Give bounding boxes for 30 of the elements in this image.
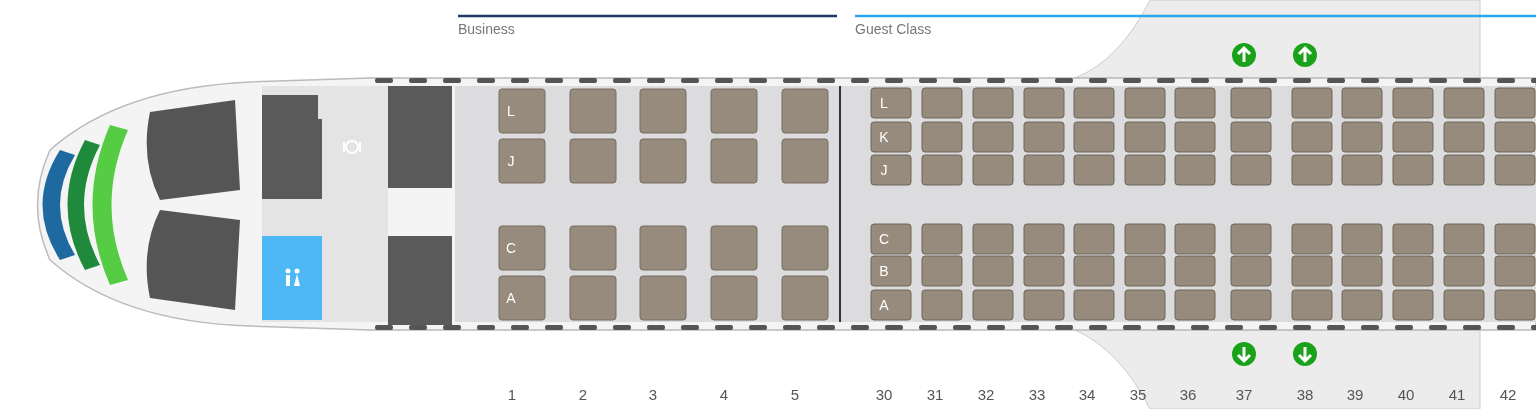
seat-letter: A	[506, 291, 516, 305]
row-number: 37	[1235, 387, 1253, 402]
seat-letter: J	[507, 154, 515, 168]
row-number: 38	[1296, 387, 1314, 402]
cabin-class-heading: Business	[458, 22, 515, 36]
row-number: 2	[578, 387, 588, 402]
row-number: 1	[507, 387, 517, 402]
row-number: 34	[1078, 387, 1096, 402]
seat-letter: A	[879, 298, 889, 312]
row-number: 41	[1448, 387, 1466, 402]
row-number: 36	[1179, 387, 1197, 402]
row-number: 42	[1499, 387, 1517, 402]
seat-letter: J	[880, 163, 888, 177]
row-number: 31	[926, 387, 944, 402]
row-number: 3	[648, 387, 658, 402]
row-number: 30	[875, 387, 893, 402]
seat-letter: L	[880, 96, 888, 110]
seat-letter: C	[505, 241, 517, 255]
row-number: 35	[1129, 387, 1147, 402]
row-number: 39	[1346, 387, 1364, 402]
row-number: 5	[790, 387, 800, 402]
row-number: 33	[1028, 387, 1046, 402]
seat-letter: B	[879, 264, 889, 278]
cabin-class-heading: Guest Class	[855, 22, 932, 36]
row-number: 40	[1397, 387, 1415, 402]
seat-letter: K	[879, 130, 889, 144]
seat-letter: C	[878, 232, 890, 246]
row-number: 4	[719, 387, 729, 402]
seat-letter: L	[507, 104, 515, 118]
row-number: 32	[977, 387, 995, 402]
